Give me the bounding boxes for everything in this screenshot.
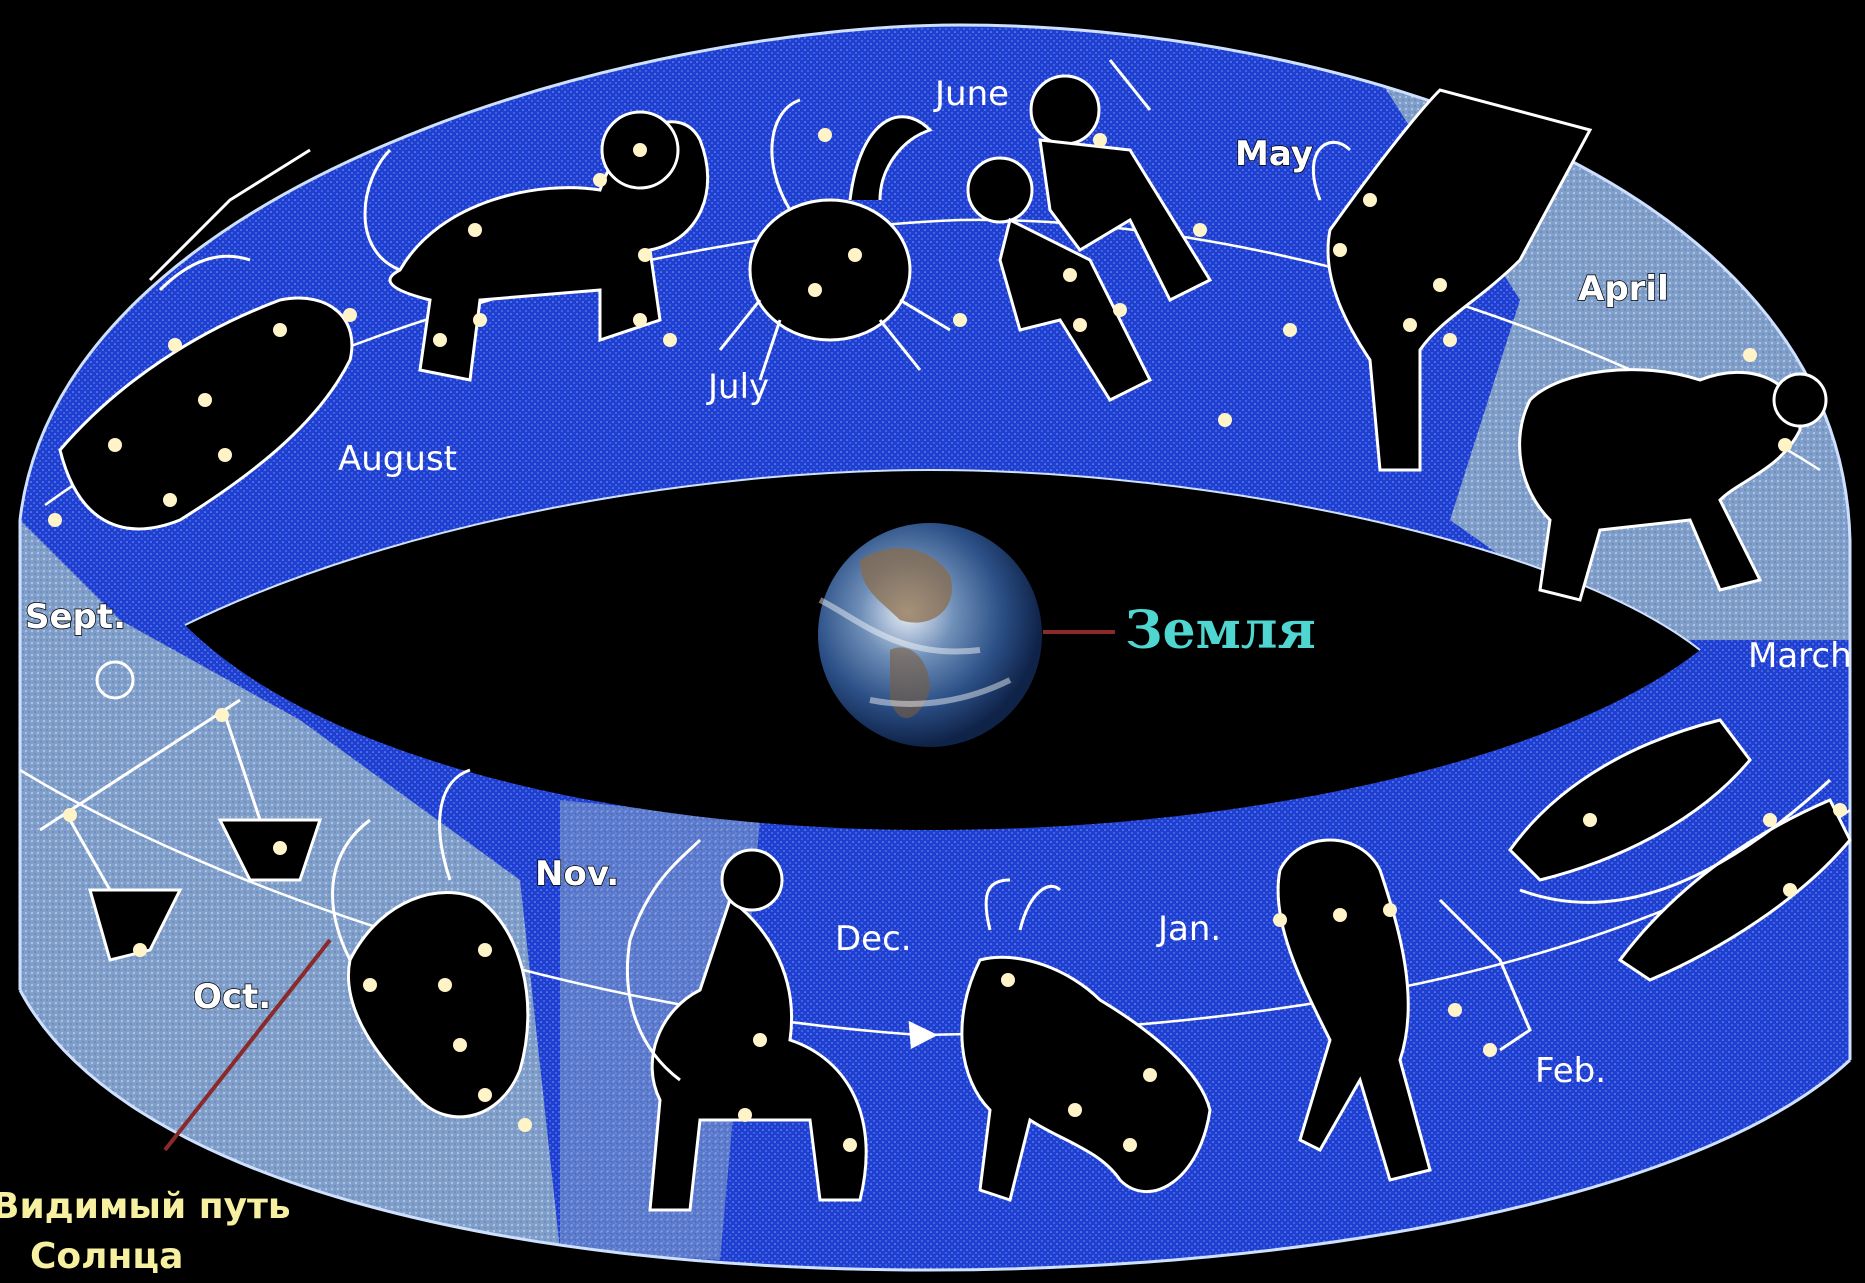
month-label-oct: Oct. (193, 977, 271, 1017)
month-label-jan: Jan. (1156, 909, 1221, 949)
month-label-dec: Dec. (835, 919, 912, 959)
month-label-june: June (933, 74, 1009, 114)
month-label-feb: Feb. (1535, 1051, 1606, 1091)
month-label-july: July (706, 367, 769, 407)
month-label-sept: Sept. (25, 597, 126, 637)
month-label-august: August (338, 439, 457, 479)
sun-path-label-line1: Видимый путь (0, 1186, 291, 1227)
month-label-may: May (1235, 134, 1313, 174)
earth-label: Земля (1125, 600, 1316, 661)
earth (818, 523, 1042, 747)
month-label-april: April (1578, 269, 1669, 309)
sun-path-label: Видимый путь Солнца (0, 1186, 291, 1277)
month-label-nov: Nov. (535, 854, 619, 894)
month-label-march: March (1748, 636, 1852, 676)
sun-path-label-line2: Солнца (30, 1236, 183, 1277)
